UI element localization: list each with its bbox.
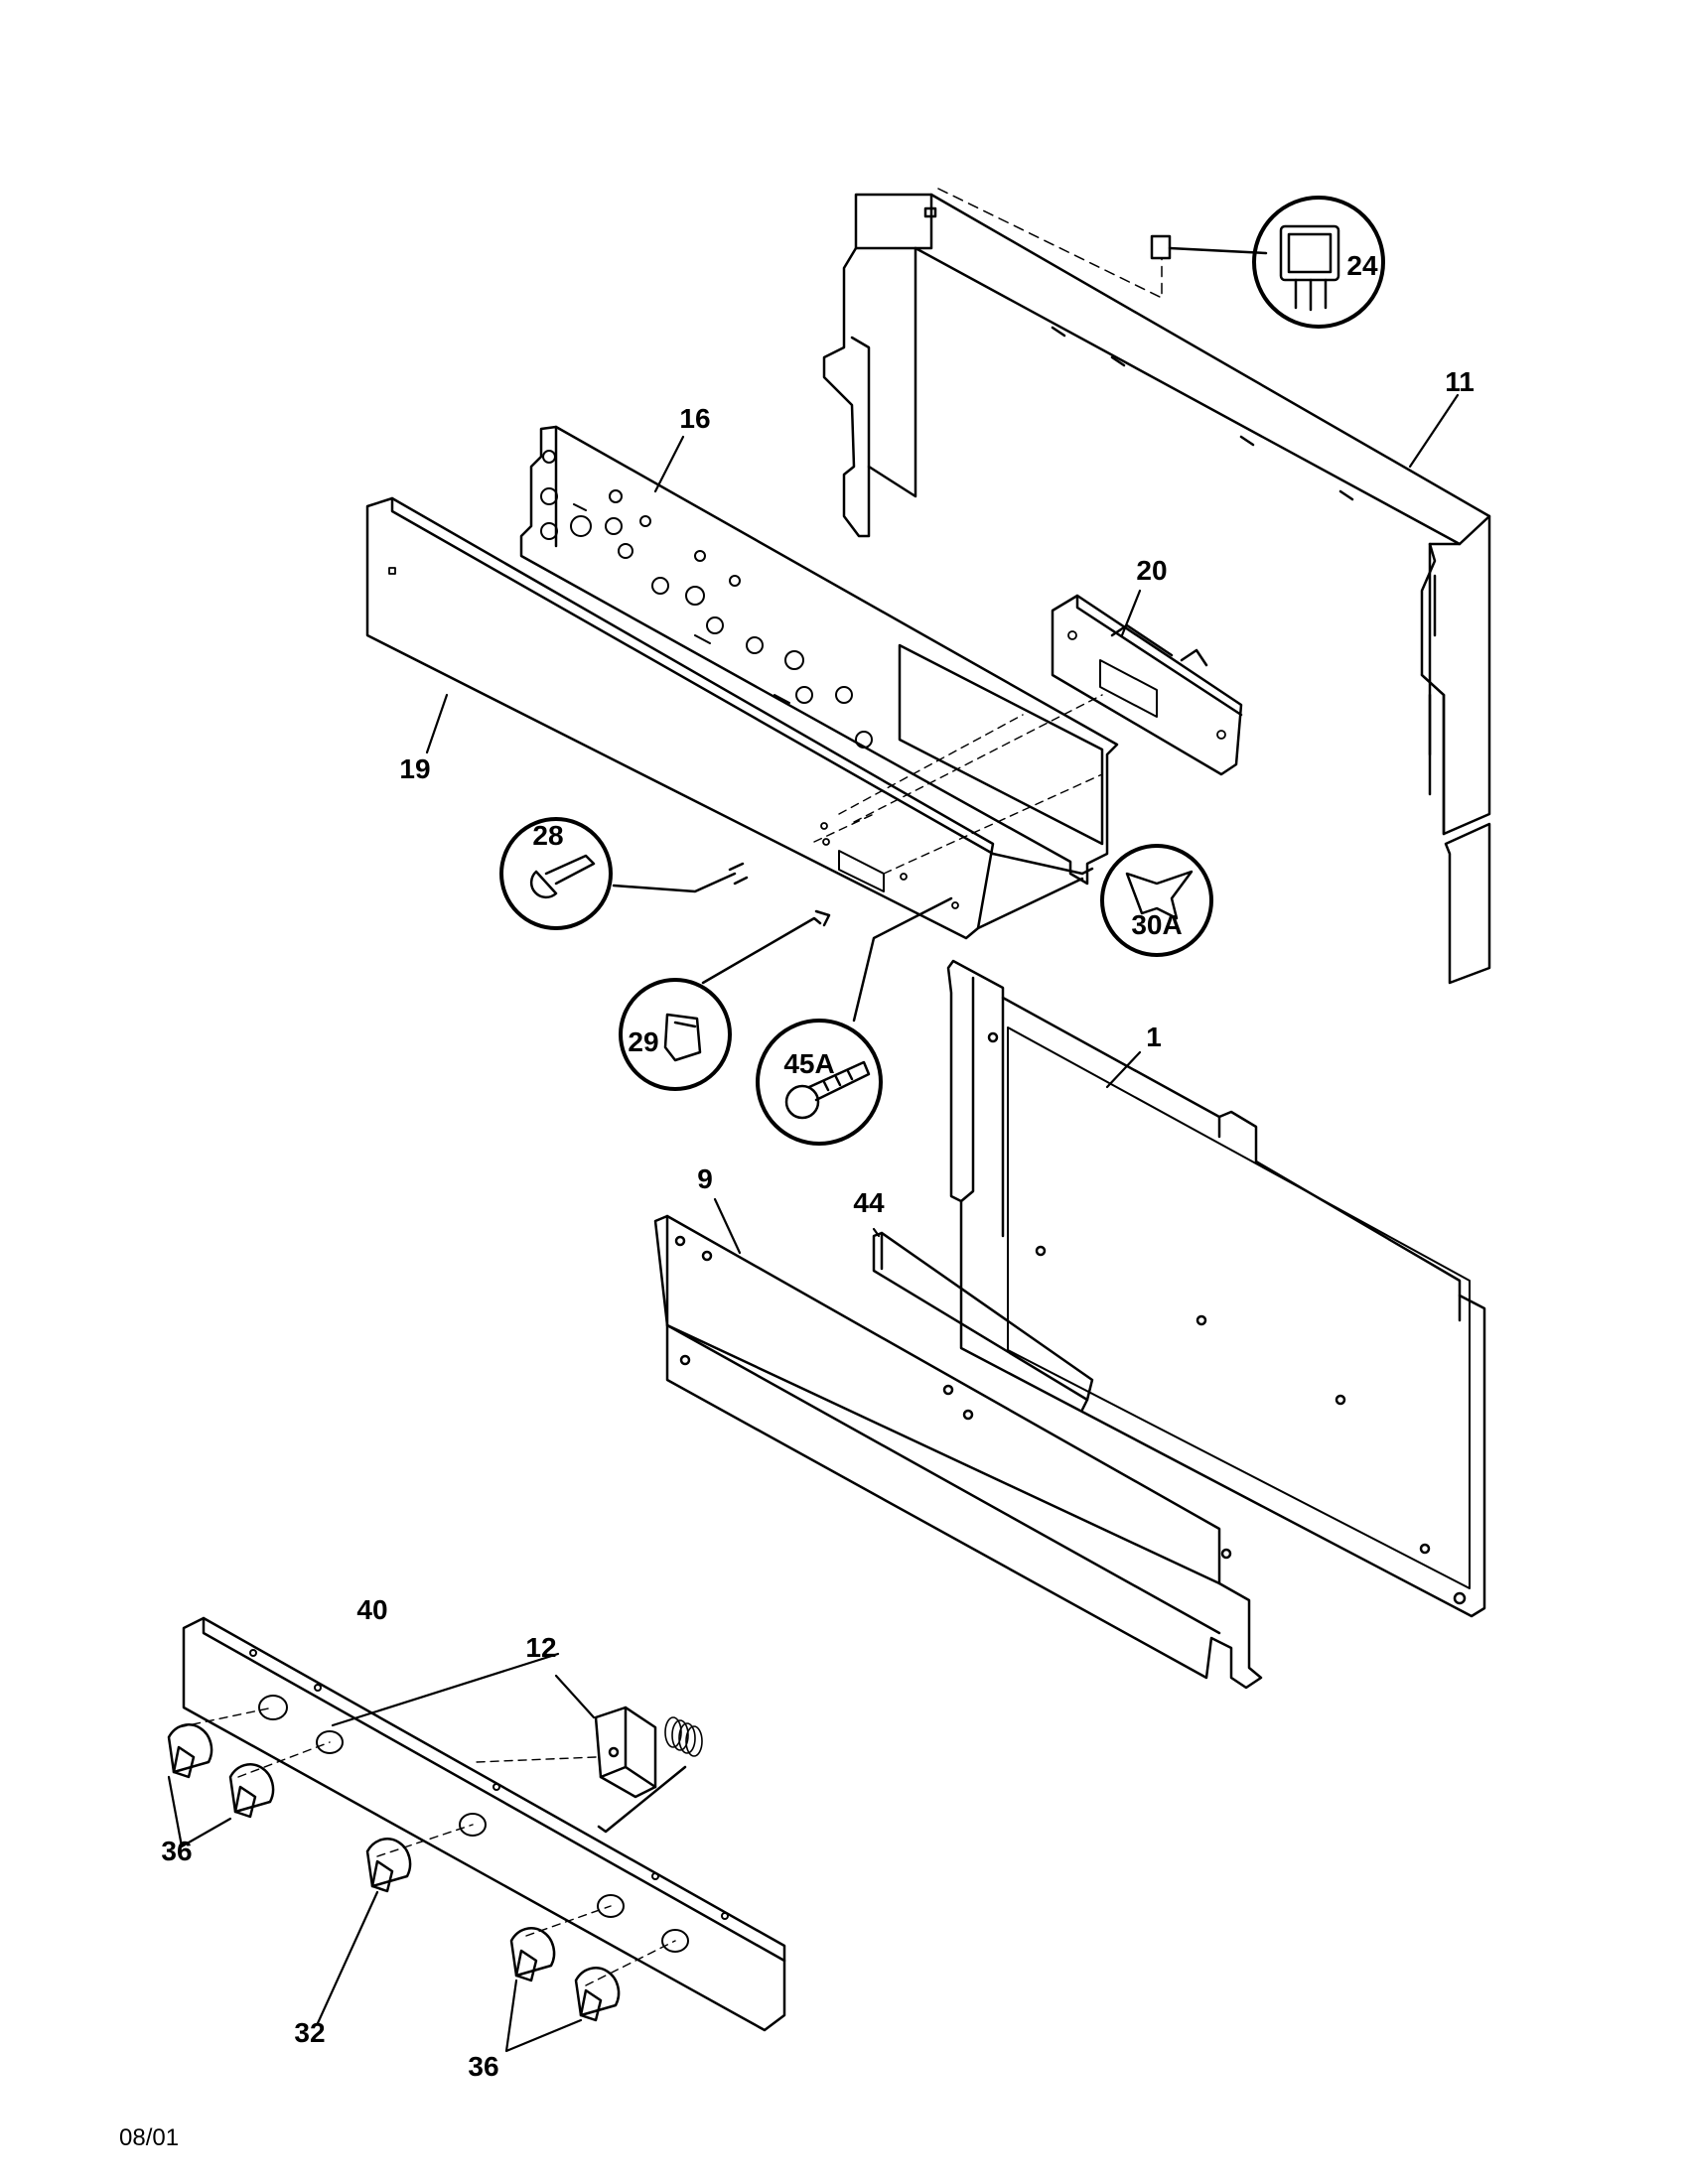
part-1-lower-panel: [948, 961, 1484, 1616]
part-44-trim-strip: [874, 1233, 1092, 1410]
knob-36-c: [511, 1928, 554, 1980]
label-part-36-left: 36: [161, 1836, 193, 1866]
label-part-20: 20: [1136, 555, 1168, 586]
part-16-control-bracket: [521, 427, 1117, 884]
part-11-back-panel: [824, 189, 1489, 983]
knob-36-b: [230, 1764, 273, 1817]
part-12-thermostat: [477, 1707, 702, 1832]
label-part-16: 16: [679, 403, 711, 434]
label-part-30A: 30A: [1131, 909, 1183, 940]
part-28-push-rod: [501, 819, 747, 928]
label-part-32: 32: [294, 2017, 326, 2048]
knob-36-d: [576, 1968, 619, 2020]
knob-32: [367, 1839, 410, 1891]
part-30A-clip: [1082, 846, 1211, 955]
label-part-44: 44: [853, 1187, 885, 1218]
label-part-24: 24: [1346, 250, 1378, 281]
label-part-40: 40: [356, 1594, 388, 1625]
label-part-9: 9: [697, 1163, 713, 1194]
label-part-1: 1: [1146, 1022, 1162, 1052]
label-part-19: 19: [399, 753, 431, 784]
label-part-12: 12: [525, 1632, 557, 1663]
label-part-29: 29: [628, 1026, 659, 1057]
leader-lines: [169, 395, 1458, 2051]
part-24-rocker-switch: [1152, 198, 1383, 327]
part-9-trim-channel: [655, 1216, 1261, 1688]
label-part-28: 28: [532, 820, 564, 851]
revision-date: 08/01: [119, 2124, 180, 2151]
label-part-36-right: 36: [468, 2051, 499, 2082]
part-40-manifold-panel: [179, 1618, 784, 2030]
part-19-control-panel: [367, 498, 1102, 938]
label-part-11: 11: [1445, 366, 1475, 397]
knob-36-a: [169, 1724, 211, 1777]
label-part-45A: 45A: [783, 1048, 835, 1079]
part-20-display-bracket: [1053, 596, 1241, 774]
part-45A-bolt: [758, 898, 951, 1144]
part-29-nut: [621, 911, 829, 1089]
